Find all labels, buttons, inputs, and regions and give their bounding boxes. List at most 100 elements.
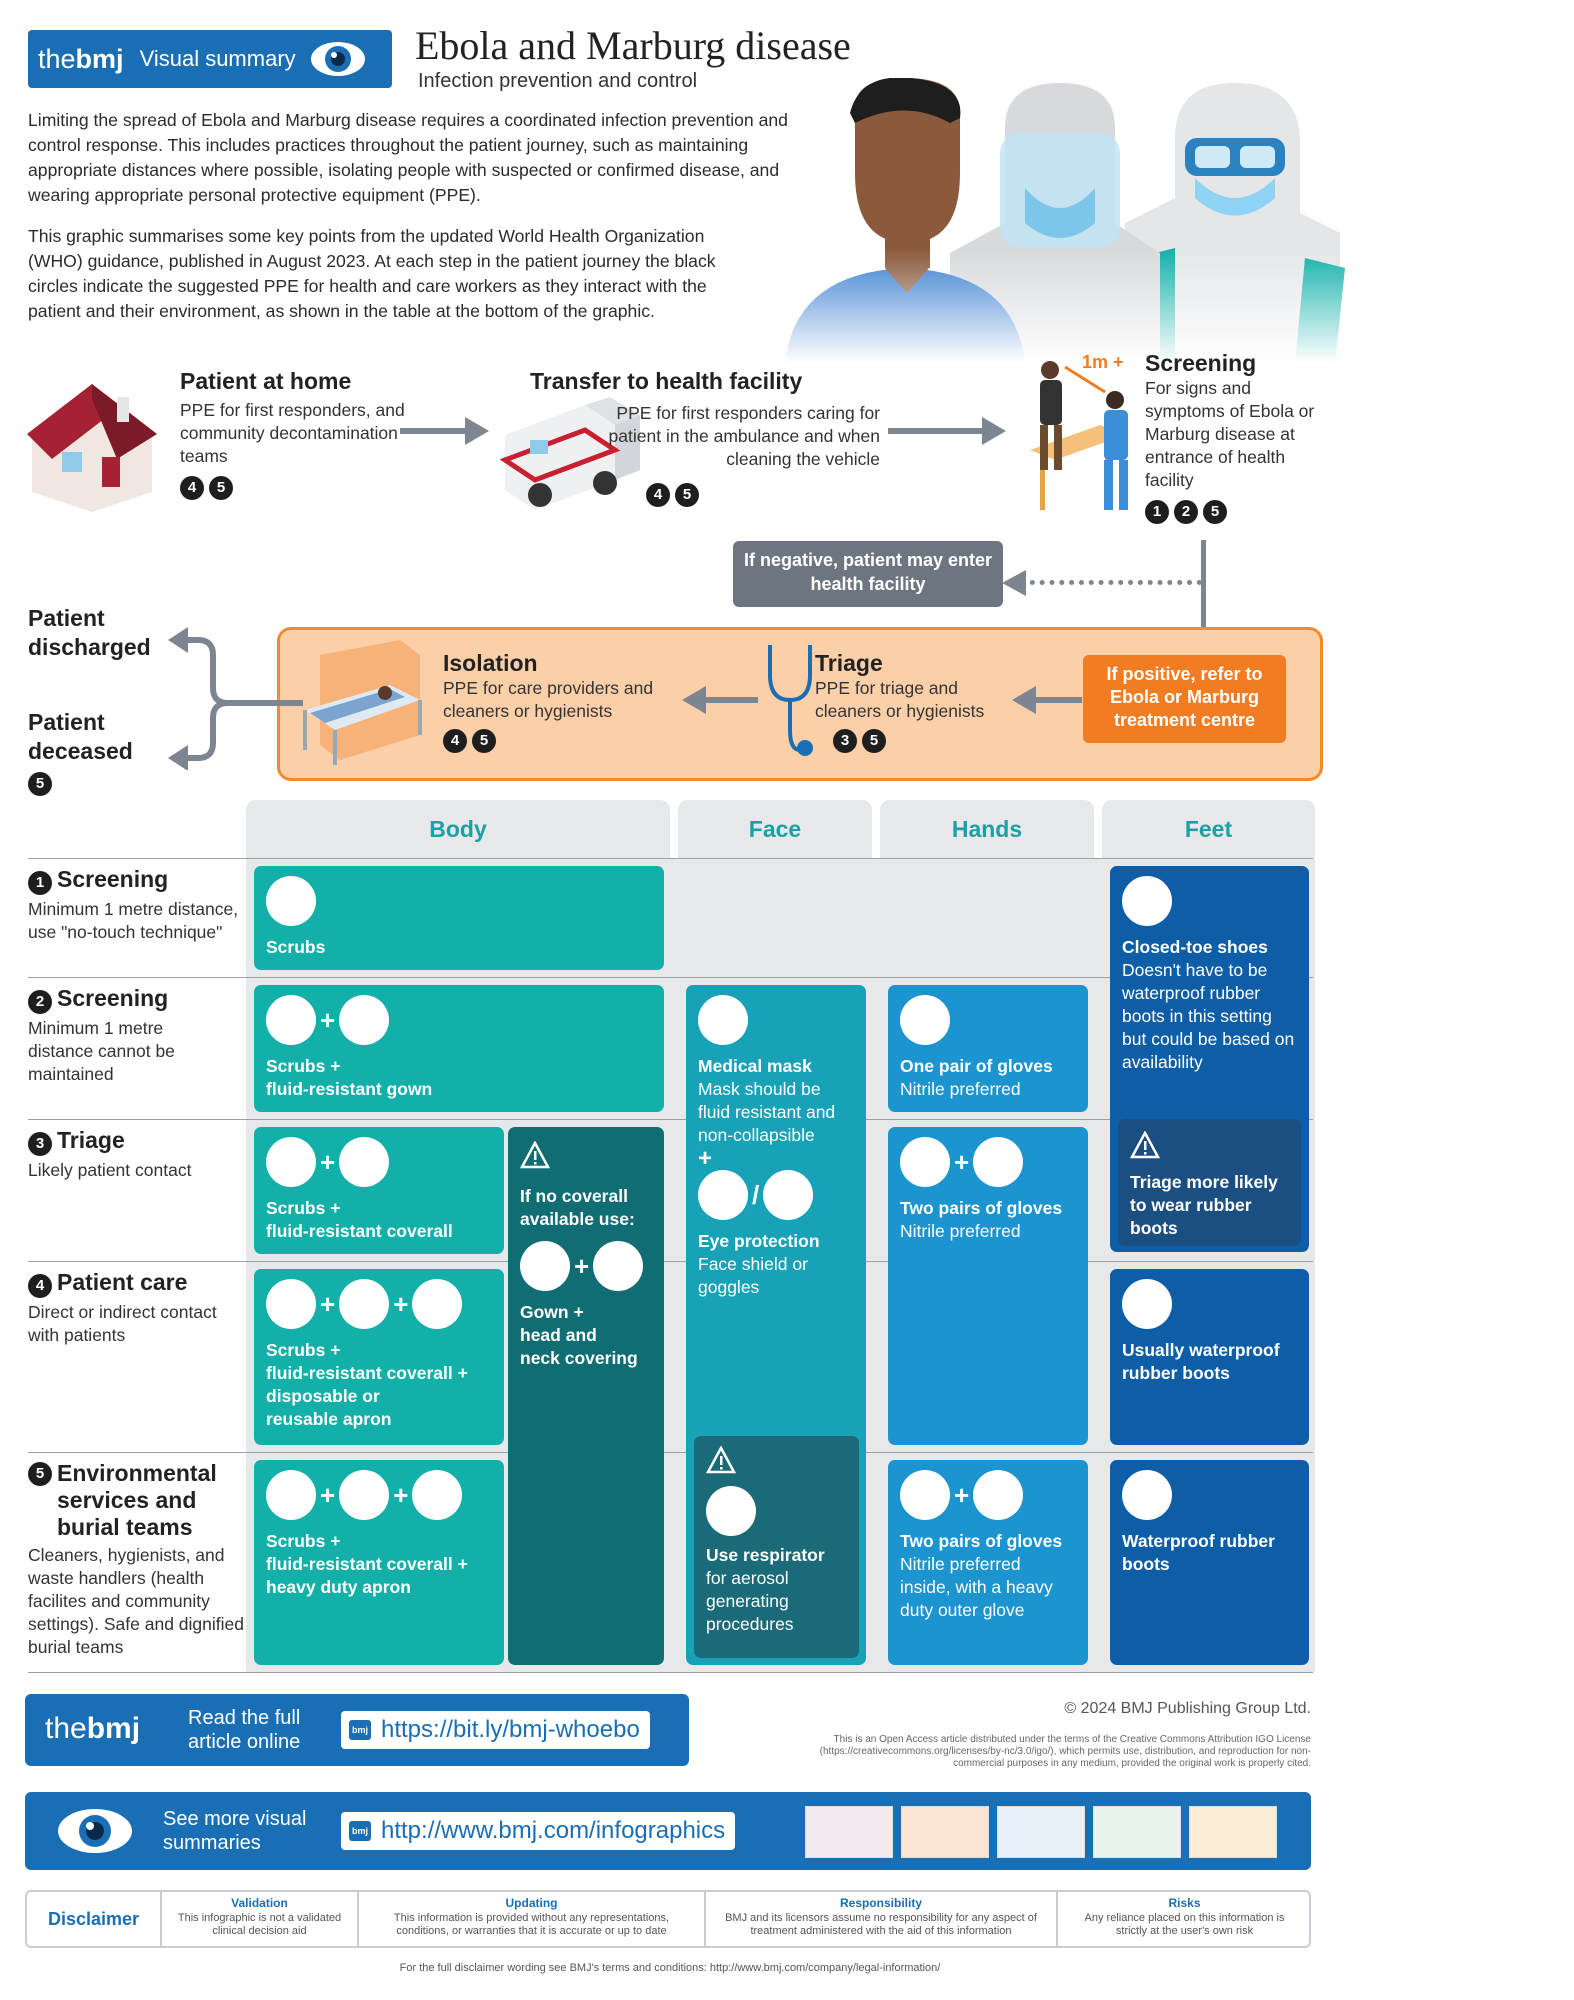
shoe-icon xyxy=(1122,876,1172,926)
ppe-dot: 1 xyxy=(1145,500,1169,524)
gown-icon xyxy=(520,1241,570,1291)
scrubs-icon xyxy=(266,995,316,1045)
body-cell-row2: + Scrubs +fluid-resistant gown xyxy=(254,985,664,1112)
ppe-dot: 4 xyxy=(180,476,204,500)
scrubs-icon xyxy=(266,876,316,926)
medical-mask-icon xyxy=(698,995,748,1045)
connector-line xyxy=(1201,540,1206,658)
step-text: PPE for first responders caring for pati… xyxy=(608,403,880,469)
health-workers-illustration xyxy=(745,78,1345,363)
rubber-boot-icon xyxy=(1122,1470,1172,1520)
copyright: © 2024 BMJ Publishing Group Ltd. xyxy=(1064,1700,1311,1717)
coverall-icon xyxy=(339,1137,390,1187)
cell-text: neck covering xyxy=(520,1348,638,1368)
thumbnail[interactable] xyxy=(901,1806,989,1858)
row-divider xyxy=(28,1452,1313,1453)
feet-triage-note: Triage more likely to wear rubber boots xyxy=(1118,1119,1301,1246)
cell-text: reusable apron xyxy=(266,1409,392,1429)
step-screening: Screening For signs and symptoms of Ebol… xyxy=(1145,350,1320,524)
page-subtitle: Infection prevention and control xyxy=(418,70,698,92)
row-description: Direct or indirect contact with patients xyxy=(28,1302,217,1345)
patient-discharged-label: Patient discharged xyxy=(28,605,151,660)
body-cell-row1: Scrubs xyxy=(254,866,664,970)
face-shield-icon xyxy=(698,1170,748,1220)
ppe-dot: 3 xyxy=(28,1132,52,1156)
step-title: Triage xyxy=(815,650,883,676)
column-header-hands: Hands xyxy=(880,800,1094,858)
cell-text: disposable or xyxy=(266,1386,380,1406)
heavy-glove-icon xyxy=(973,1470,1024,1520)
row-description: Cleaners, hygienists, and waste handlers… xyxy=(28,1545,244,1657)
hands-cell-row3-4: + Two pairs of gloves Nitrile preferred xyxy=(888,1127,1088,1445)
cell-text: fluid-resistant coverall xyxy=(266,1221,453,1241)
ppe-dot: 5 xyxy=(862,729,886,753)
cell-text: Nitrile preferred xyxy=(900,1079,1021,1099)
bmj-logo: thebmj xyxy=(45,1712,141,1745)
head-covering-icon xyxy=(593,1241,644,1291)
row-divider xyxy=(28,1261,1313,1262)
row-divider xyxy=(28,1119,1313,1120)
cell-text: fluid-resistant coverall + xyxy=(266,1554,468,1574)
cell-text: Gown + xyxy=(520,1302,584,1322)
row-description: Likely patient contact xyxy=(28,1160,192,1180)
step-title: Transfer to health facility xyxy=(530,368,803,394)
ppe-dot: 2 xyxy=(28,990,52,1014)
thumbnail[interactable] xyxy=(997,1806,1085,1858)
step-text: PPE for triage and cleaners or hygienist… xyxy=(815,678,985,721)
thumbnail[interactable] xyxy=(1093,1806,1181,1858)
arrow-head-icon xyxy=(1002,570,1026,596)
rubber-boot-icon xyxy=(1122,1279,1172,1329)
step-patient-at-home: Patient at home PPE for first responders… xyxy=(180,368,420,500)
coverall-icon xyxy=(339,1279,390,1329)
cell-text: Medical mask xyxy=(698,1056,812,1076)
cell-text: Nitrile preferred inside, with a heavy d… xyxy=(900,1554,1053,1620)
thumbnail[interactable] xyxy=(805,1806,893,1858)
warning-icon xyxy=(519,1140,551,1169)
body-cell-row3: + Scrubs +fluid-resistant coverall xyxy=(254,1127,504,1254)
cell-text: One pair of gloves xyxy=(900,1056,1053,1076)
feet-cell-row5: Waterproof rubber boots xyxy=(1110,1460,1309,1665)
positive-result-box: If positive, refer to Ebola or Marburg t… xyxy=(1083,655,1286,743)
arrow-head-icon xyxy=(982,417,1006,445)
disclaimer-footnote: For the full disclaimer wording see BMJ'… xyxy=(399,1962,941,1974)
row-divider xyxy=(28,858,1313,859)
distance-label: 1m + xyxy=(1082,352,1124,372)
heavy-apron-icon xyxy=(412,1470,463,1520)
license-text: This is an Open Access article distribut… xyxy=(819,1734,1311,1769)
row-description: Minimum 1 metre distance cannot be maint… xyxy=(28,1018,175,1084)
thumbnail[interactable] xyxy=(1189,1806,1277,1858)
arrow-head-icon xyxy=(1012,686,1036,714)
dotted-connector xyxy=(1020,580,1202,585)
cell-text: Mask should be fluid resistant and non-c… xyxy=(698,1079,836,1145)
row-title: Triage xyxy=(57,1127,125,1153)
column-header-body: Body xyxy=(246,800,670,858)
arrow-left xyxy=(1030,697,1082,703)
intro-paragraph-1: Limiting the spread of Ebola and Marburg… xyxy=(28,110,788,205)
gown-icon xyxy=(339,995,390,1045)
row-title: Patient care xyxy=(57,1269,188,1295)
patient-deceased-label: Patient deceased xyxy=(28,709,133,764)
coverall-icon xyxy=(339,1470,390,1520)
page-title: Ebola and Marburg disease xyxy=(415,23,851,68)
ppe-dot: 5 xyxy=(28,772,52,796)
row-title: Screening xyxy=(57,866,169,892)
cell-text: Use respirator xyxy=(706,1545,825,1565)
disclaimer-label: Disclaimer xyxy=(47,1909,140,1929)
plus-sign: + xyxy=(698,1145,713,1172)
cell-text: Scrubs + xyxy=(266,1340,341,1360)
respirator-icon xyxy=(706,1486,756,1536)
feet-cell-row4: Usually waterproof rubber boots xyxy=(1110,1269,1309,1445)
